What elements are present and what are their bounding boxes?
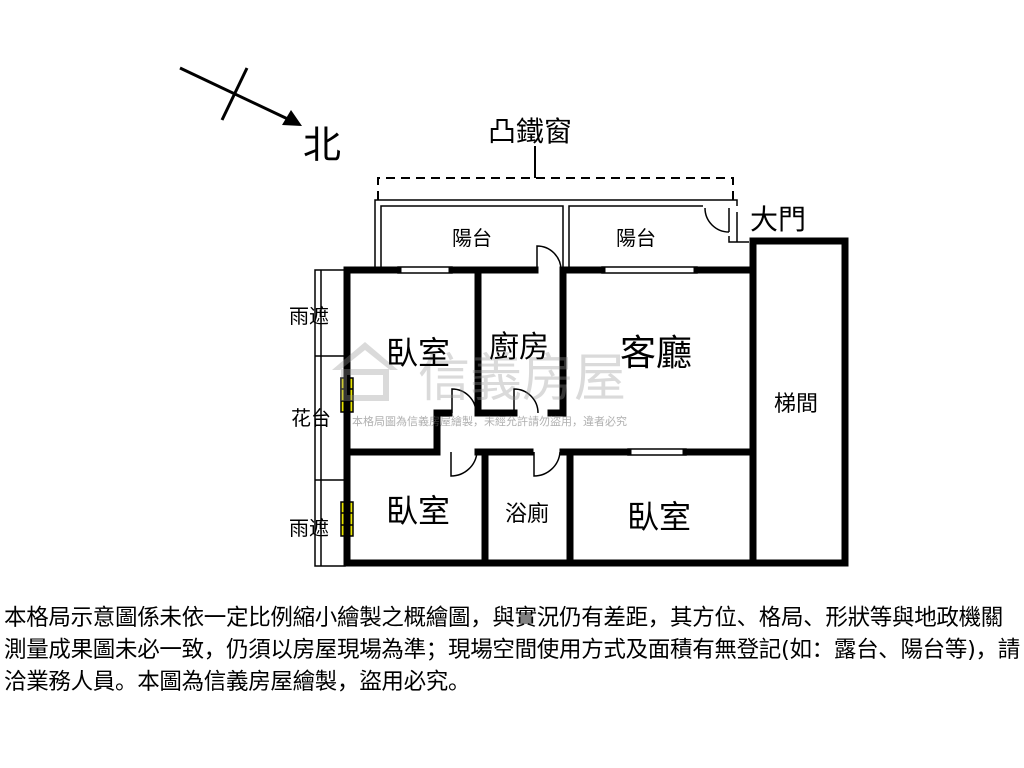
main-door-icon [704, 207, 730, 233]
bedroom-2-label: 臥室 [386, 492, 451, 530]
watermark-logo [330, 338, 400, 402]
balcony-outline [374, 199, 749, 270]
watermark-brand: 信義房屋 [418, 349, 627, 409]
planter-label: 花台 [291, 406, 331, 430]
main-door-label: 大門 [750, 203, 807, 236]
door-swings [450, 245, 562, 477]
balcony-left-label: 陽台 [452, 226, 492, 250]
disclaimer-text: 本格局示意圖係未依一定比例縮小繪製之概繪圖，與實況仍有差距，其方位、格局、形狀等… [4, 605, 1020, 695]
bay-window-label: 凸鐵窗 [488, 115, 573, 148]
watermark-notice: 本格局圖為信義房屋繪製，未經允許請勿盜用，違者必究 [352, 415, 627, 428]
bedroom-1-label: 臥室 [386, 334, 451, 372]
window-openings [397, 266, 698, 456]
bathroom-label: 浴廁 [505, 502, 550, 527]
walls [343, 237, 849, 567]
north-arrow-icon [179, 66, 302, 126]
awning-bottom-label: 雨遮 [289, 516, 329, 540]
balcony-right-label: 陽台 [616, 226, 656, 250]
kitchen-label: 廚房 [489, 330, 549, 365]
living-room-label: 客廳 [620, 333, 693, 374]
house-logo-icon [332, 342, 398, 401]
bedroom-3-label: 臥室 [627, 498, 692, 536]
bay-window-outline [377, 146, 734, 200]
north-label: 北 [303, 123, 342, 167]
awning-top-label: 雨遮 [289, 304, 329, 328]
stairwell-label: 梯間 [774, 392, 819, 417]
floor-plan [179, 66, 849, 567]
